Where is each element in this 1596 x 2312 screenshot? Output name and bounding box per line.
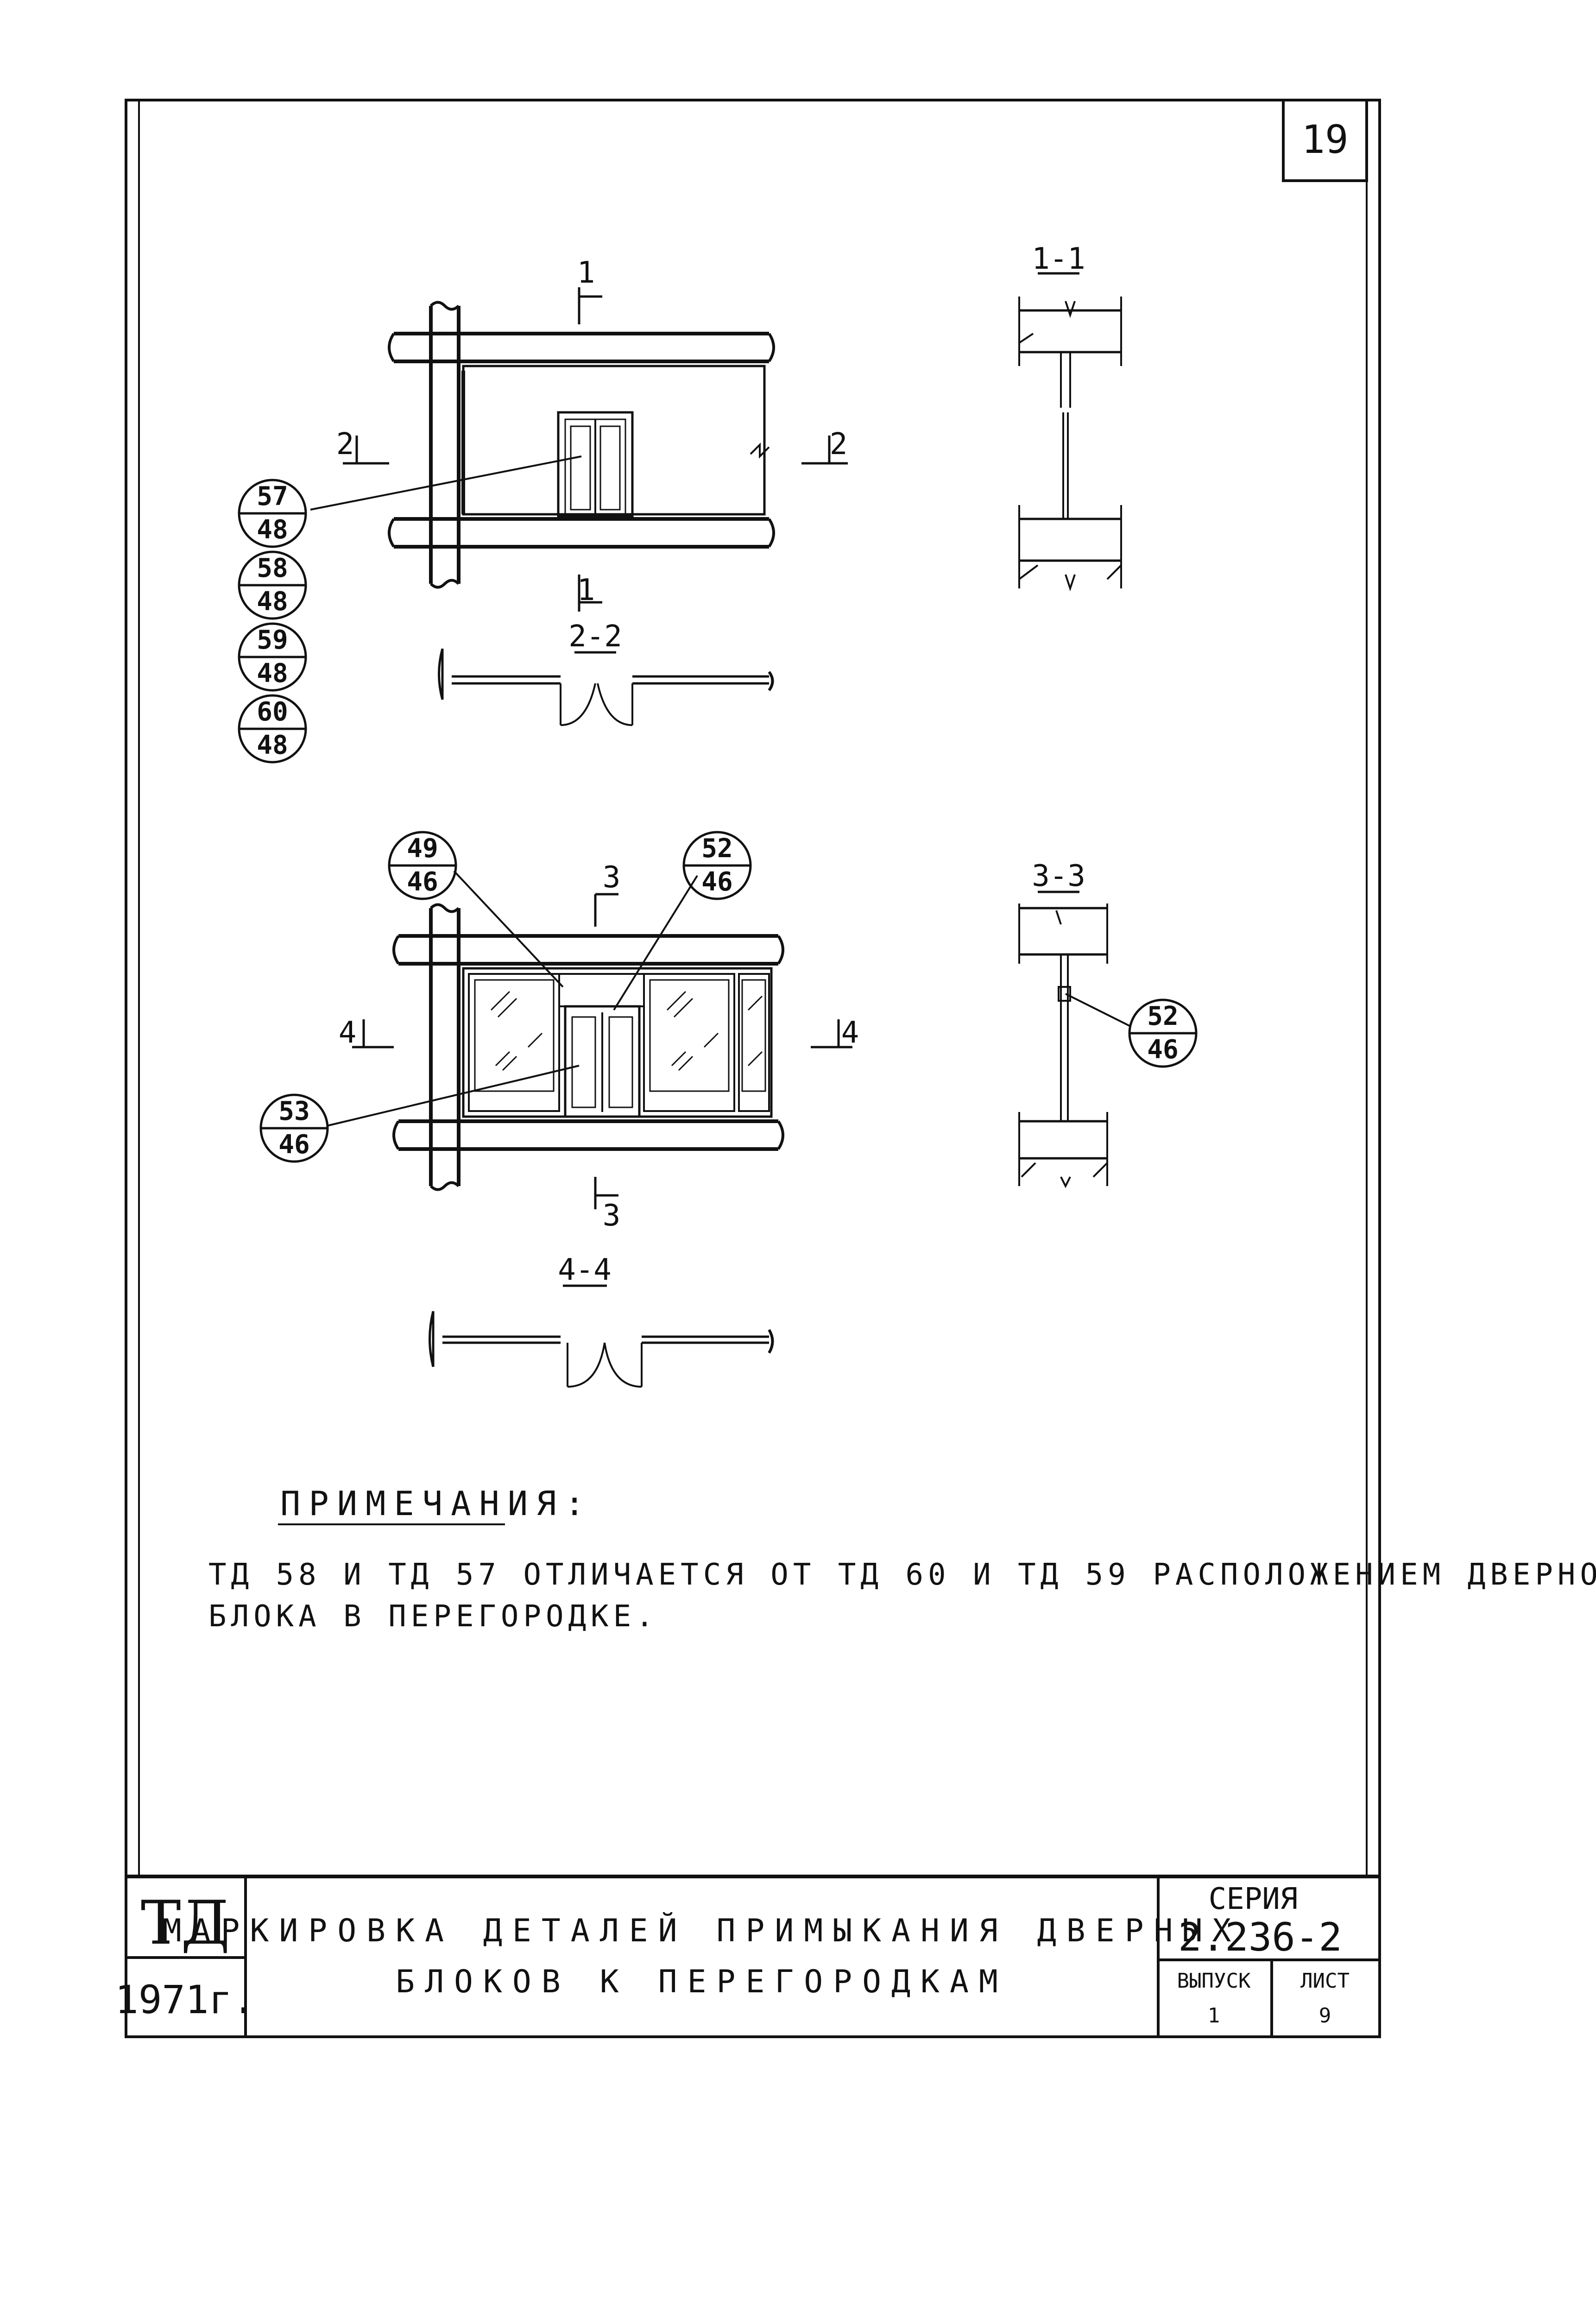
section-mark-1-bottom: 1 <box>577 573 595 607</box>
sheet-label: ЛИСТ <box>1300 1969 1350 1993</box>
section-2-2-label: 2-2 <box>568 619 622 654</box>
callout-52-section-top: 52 <box>1147 1001 1178 1031</box>
section-mark-3-bottom: 3 <box>603 1199 621 1233</box>
section-mark-4-left: 4 <box>339 1016 357 1050</box>
callout-59-bottom: 48 <box>257 658 288 689</box>
section-mark-2-left: 2 <box>336 427 354 461</box>
callout-53-bottom: 46 <box>278 1130 309 1160</box>
section-mark-1-top: 1 <box>577 256 595 290</box>
callout-53-top: 53 <box>278 1096 309 1126</box>
callout-52-bottom: 46 <box>701 867 732 897</box>
section-mark-3-top: 3 <box>603 860 621 895</box>
section-mark-4-right: 4 <box>841 1016 859 1050</box>
title-block-year: 1971г. <box>115 1977 255 2022</box>
callout-52-section-bottom: 46 <box>1147 1035 1178 1065</box>
issue-value: 1 <box>1208 2004 1220 2028</box>
outer-frame <box>125 99 1381 2038</box>
title-block-org: ТД <box>141 1888 230 1958</box>
lower-elevation <box>326 870 852 1209</box>
notes-line-2: БЛОКА В ПЕРЕГОРОДКЕ. <box>208 1599 658 1634</box>
notes-title: ПРИМЕЧАНИЯ: <box>280 1484 593 1523</box>
drawing-title-line-1: МАРКИРОВКА ДЕТАЛЕЙ ПРИМЫКАНИЯ ДВЕРНЫХ <box>163 1912 1242 1949</box>
lower-callouts <box>259 831 1198 1163</box>
section-4-4-label: 4-4 <box>558 1253 612 1287</box>
callout-59-top: 59 <box>257 625 288 655</box>
section-4-4-plan <box>429 1284 774 1388</box>
callout-58-bottom: 48 <box>257 587 288 617</box>
callout-49-bottom: 46 <box>407 867 438 897</box>
drawing-title-line-2: БЛОКОВ К ПЕРЕГОРОДКАМ <box>396 1964 1008 2000</box>
sheet-value: 9 <box>1319 2004 1331 2028</box>
upper-callouts <box>238 479 307 764</box>
callout-60-top: 60 <box>257 697 288 727</box>
series-label: СЕРИЯ <box>1209 1882 1298 1916</box>
sheet-number: 19 <box>1301 117 1348 162</box>
upper-elevation <box>310 287 848 612</box>
section-1-1-label: 1-1 <box>1032 242 1085 276</box>
callout-57-top: 57 <box>257 481 288 512</box>
section-2-2-plan <box>438 648 774 726</box>
section-3-3-label: 3-3 <box>1032 859 1085 893</box>
notes-line-1: ТД 58 И ТД 57 ОТЛИЧАЕТСЯ ОТ ТД 60 И ТД 5… <box>208 1558 1596 1592</box>
callout-52-top: 52 <box>701 834 732 864</box>
issue-label: ВЫПУСК <box>1177 1969 1251 1993</box>
callout-58-top: 58 <box>257 553 288 583</box>
section-mark-2-right: 2 <box>830 427 848 461</box>
section-1-1 <box>1018 272 1122 592</box>
callout-49-top: 49 <box>407 834 438 864</box>
section-3-3 <box>1018 891 1108 1188</box>
callout-60-bottom: 48 <box>257 730 288 760</box>
callout-57-bottom: 48 <box>257 515 288 545</box>
series-value: 2.236-2 <box>1178 1914 1342 1960</box>
sheet-number-box <box>1282 99 1368 182</box>
